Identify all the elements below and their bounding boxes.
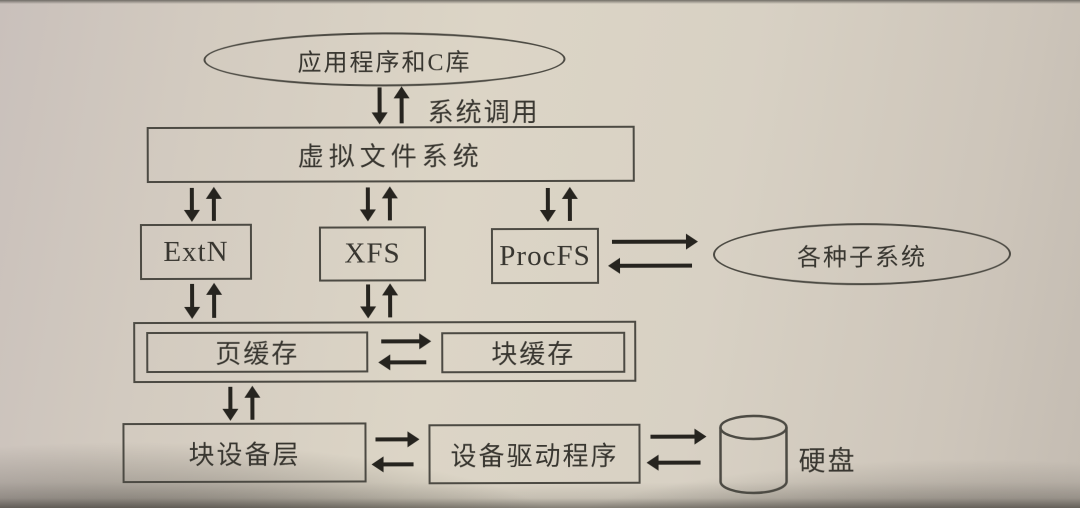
page-cache-label: 页缓存 (215, 339, 300, 369)
subsystems-ellipse: 各种子系统 (712, 222, 1012, 286)
disk-cylinder-icon (719, 414, 788, 495)
down-arrow-icon (184, 188, 200, 222)
up-arrow-icon (206, 187, 222, 221)
down-arrow-icon (222, 387, 238, 421)
applications-label: 应用程序和C库 (297, 49, 472, 77)
up-arrow-icon (562, 187, 578, 221)
procfs-label: ProcFS (499, 239, 591, 272)
up-arrow-icon (382, 186, 398, 220)
up-arrow-icon (394, 86, 410, 123)
up-arrow-icon (206, 283, 222, 318)
block-device-layer-label: 块设备层 (188, 440, 301, 470)
block-cache-box: 块缓存 (441, 331, 626, 374)
right-arrow-icon (375, 431, 419, 447)
left-arrow-icon (647, 455, 701, 471)
up-arrow-icon (382, 283, 398, 317)
down-arrow-icon (360, 284, 376, 318)
down-arrow-icon (372, 87, 388, 124)
device-driver-box: 设备驱动程序 (428, 423, 641, 485)
left-arrow-icon (608, 258, 692, 274)
applications-ellipse: 应用程序和C库 (203, 31, 566, 87)
subsystems-label: 各种子系统 (796, 244, 928, 271)
extn-label: ExtN (163, 235, 229, 268)
right-arrow-icon (650, 429, 706, 445)
vfs-box: 虚拟文件系统 (146, 125, 635, 184)
xfs-label: XFS (344, 237, 401, 270)
up-arrow-icon (244, 386, 260, 420)
procfs-box: ProcFS (490, 227, 600, 285)
block-cache-label: 块缓存 (491, 339, 576, 370)
xfs-box: XFS (318, 226, 427, 282)
left-arrow-icon (378, 354, 426, 370)
hard-disk-label: 硬盘 (798, 446, 857, 477)
vfs-label: 虚拟文件系统 (297, 141, 484, 172)
down-arrow-icon (184, 284, 200, 319)
left-arrow-icon (372, 456, 414, 472)
block-device-layer-box: 块设备层 (122, 422, 367, 484)
down-arrow-icon (360, 187, 376, 221)
extn-box: ExtN (139, 223, 253, 281)
system-call-label: 系统调用 (427, 98, 540, 128)
right-arrow-icon (612, 234, 698, 250)
device-driver-label: 设备驱动程序 (450, 441, 619, 471)
page-cache-box: 页缓存 (146, 331, 369, 374)
right-arrow-icon (381, 333, 431, 349)
down-arrow-icon (540, 188, 556, 222)
